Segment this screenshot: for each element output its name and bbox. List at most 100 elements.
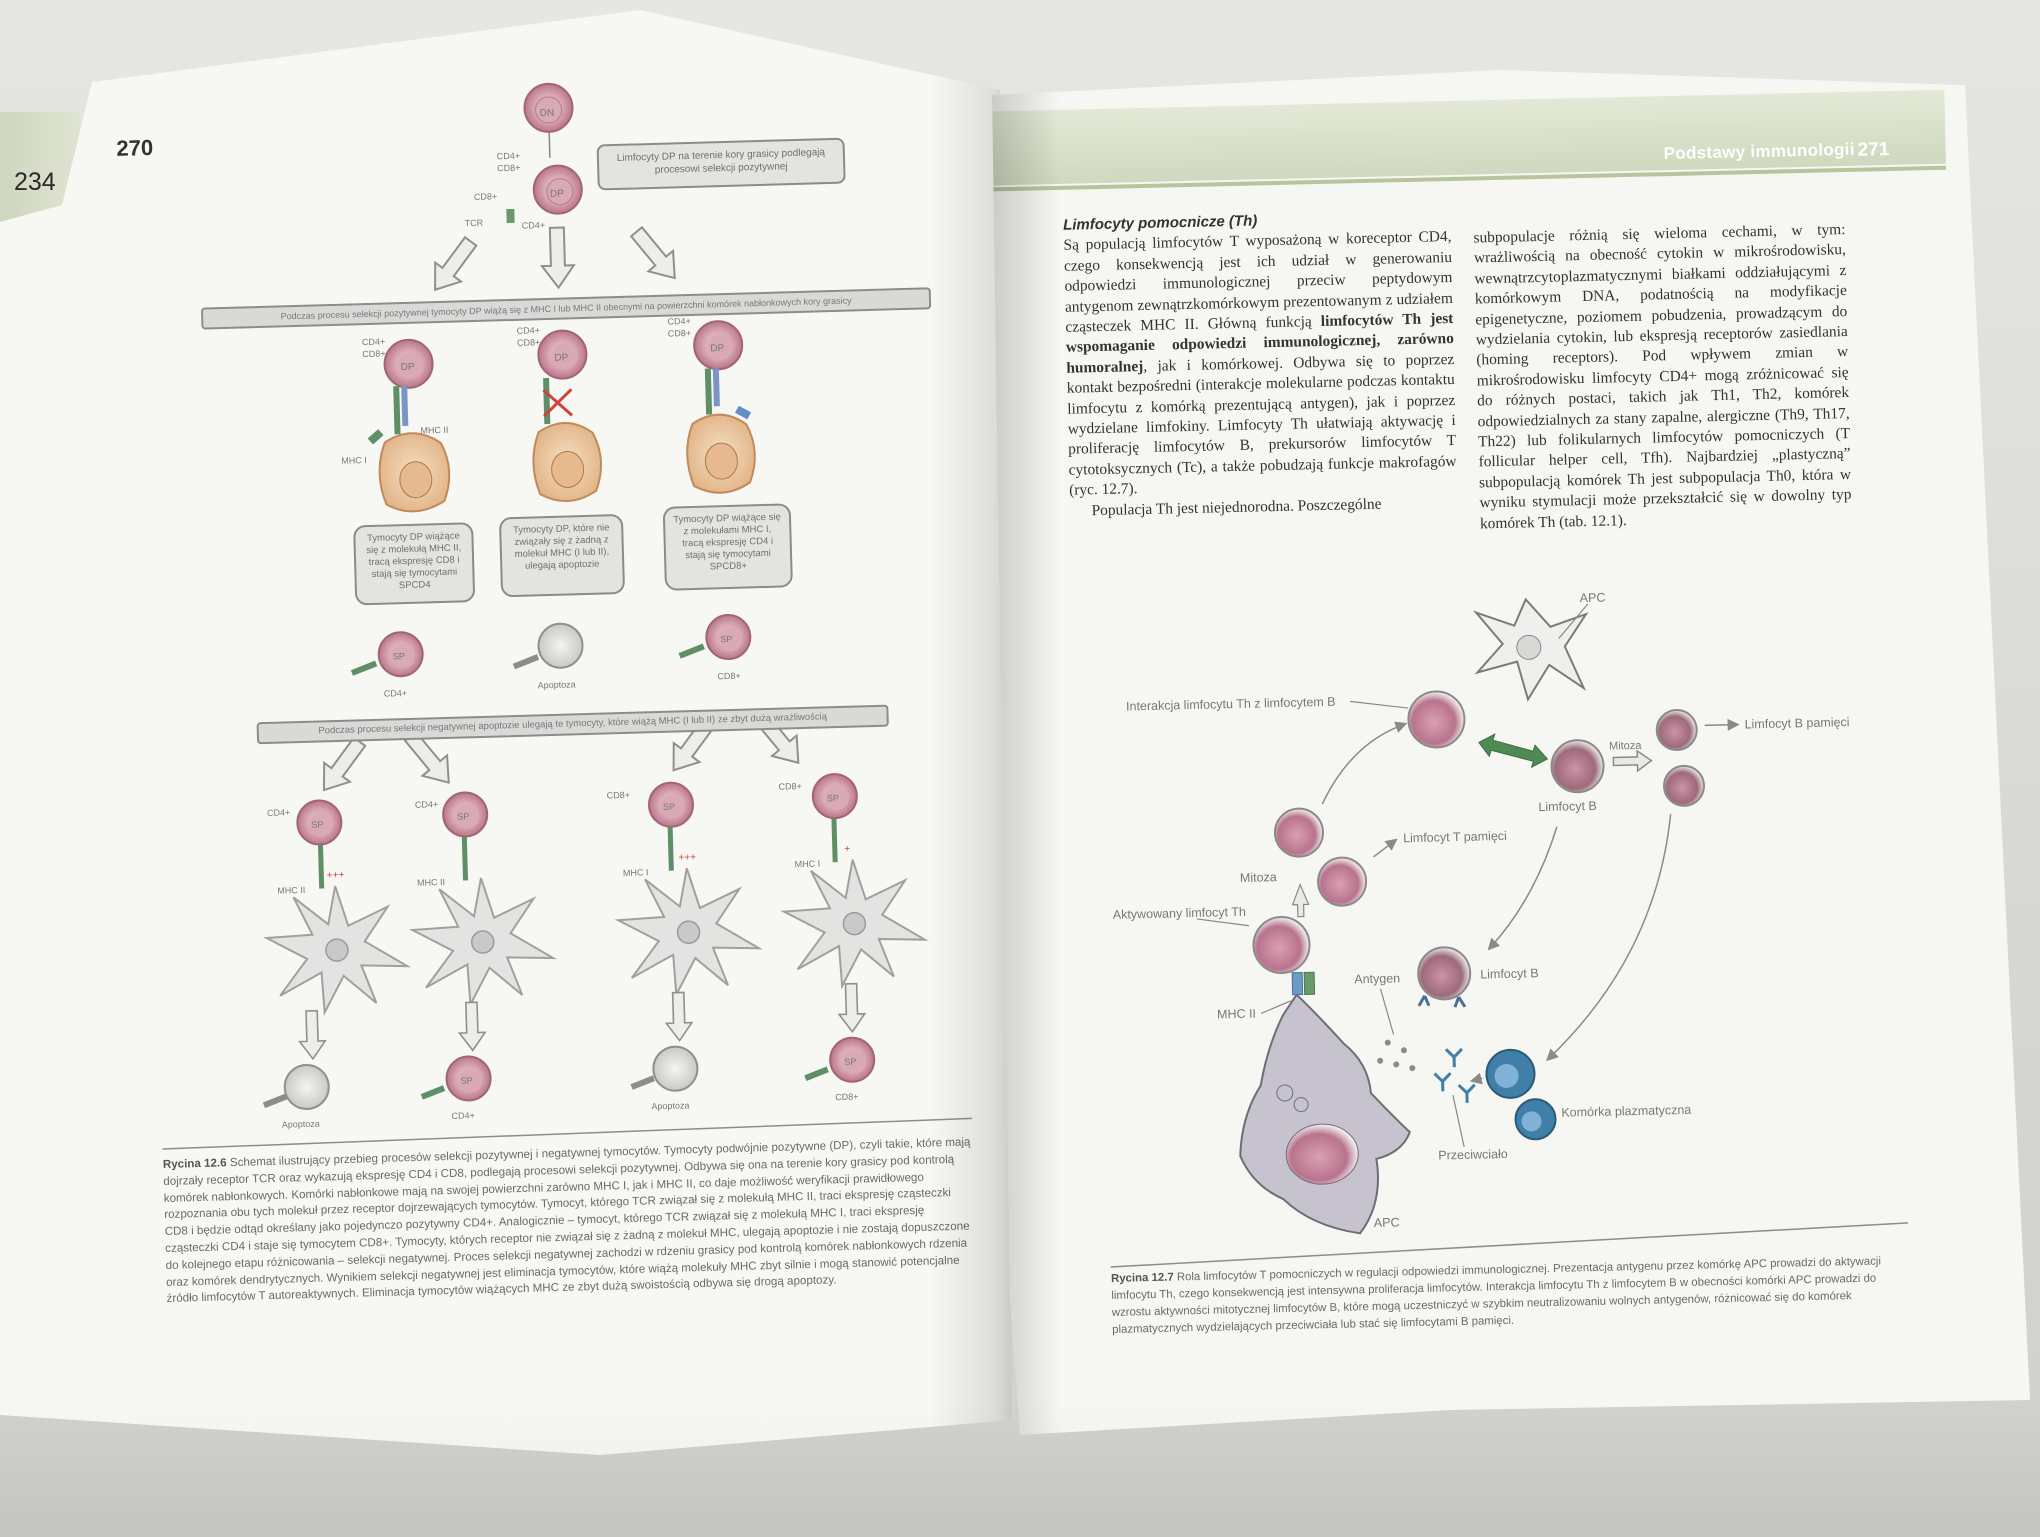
sp-label-n4: SP <box>827 793 839 803</box>
cd4-label-sp: CD4+ <box>384 688 408 699</box>
dn-label: DN <box>539 108 554 119</box>
outcome-box-cd4: Tymocyty DP wiążące się z molekułą MHC I… <box>353 522 476 606</box>
apc-bottom-label: APC <box>1374 1215 1400 1230</box>
sp-label-n1: SP <box>311 819 323 829</box>
aktywowany-label: Aktywowany limfocyt Th <box>1113 905 1246 922</box>
t-cell-mitosis-2 <box>1317 856 1368 907</box>
cd8-label-r2: CD8+ <box>517 337 541 348</box>
apc-bottom-cell <box>1239 993 1411 1235</box>
interakcja-label: Interakcja limfocytu Th z limfocytem B <box>1126 695 1336 714</box>
cd4-label-r2: CD4+ <box>517 325 541 336</box>
mitoza-t-label: Mitoza <box>1240 870 1277 885</box>
mitoza-b-label: Mitoza <box>1609 740 1643 753</box>
figure-12-6-diagram: DN DP CD4+ CD8+ CD8+ TCR CD4+ <box>162 82 972 1150</box>
antigen-particles <box>1377 1039 1416 1072</box>
epithelial-cell-1 <box>367 429 451 513</box>
sp-label-n2: SP <box>457 811 469 821</box>
mhc-ii-label-epi: MHC II <box>420 425 448 436</box>
sp-neg-4 <box>811 773 858 863</box>
cd4-label-r3: CD4+ <box>667 316 691 327</box>
epithelial-cell-3 <box>686 405 756 494</box>
outcome-cd8 <box>804 1036 876 1083</box>
limfocyt-b-pamieci-label: Limfocyt B pamięci <box>1744 715 1849 731</box>
positive-selection-info-box: Limfocyty DP na terenie kory grasicy pod… <box>596 137 846 191</box>
cd4-o2: CD4+ <box>451 1110 475 1121</box>
cd4-label-top: CD4+ <box>497 151 521 162</box>
cd8-label-top2: CD8+ <box>474 191 498 202</box>
mhc-i-label-epi: MHC I <box>341 455 367 466</box>
figure-12-7-caption-text: Rola limfocytów T pomocniczych w regulac… <box>1111 1255 1882 1336</box>
mhc-ii-n1: MHC II <box>277 885 305 896</box>
dp-label-top: DP <box>550 188 565 199</box>
cd8-label-r3: CD8+ <box>668 328 692 339</box>
sp-cd8-result <box>678 614 752 661</box>
dp-cell-1 <box>383 338 434 435</box>
apoptoza-o3: Apoptoza <box>651 1100 689 1111</box>
sp-label-o2: SP <box>460 1075 472 1085</box>
tcr-label: TCR <box>465 218 484 229</box>
previous-page-number: 234 <box>14 168 56 196</box>
outcome-box-apoptosis: Tymocyty DP, które nie związały się z ża… <box>498 513 626 598</box>
sp-neg-3 <box>647 781 694 871</box>
bottom-shadow <box>0 1400 2040 1537</box>
mhc-ii-n2: MHC II <box>417 877 445 888</box>
limfocyt-b-label-2: Limfocyt B <box>1480 966 1539 981</box>
sp-label-n3: SP <box>663 802 675 812</box>
dp-label-2: DP <box>554 352 569 363</box>
cd8-label-sp: CD8+ <box>717 671 741 682</box>
apc-top-label: APC <box>1580 591 1606 606</box>
sp-neg-1 <box>296 799 343 889</box>
outcome-apoptosis-2 <box>630 1045 699 1092</box>
mhc-ii-label-right: MHC II <box>1217 1007 1256 1022</box>
interaction-double-arrow <box>1478 733 1549 769</box>
plus1-n4: + <box>844 844 850 855</box>
epithelial-cell-2 <box>532 388 602 502</box>
dendritic-cell-1 <box>264 883 410 1016</box>
figure-12-7-caption-label: Rycina 12.7 <box>1110 1271 1174 1285</box>
dp-label-3: DP <box>710 343 725 354</box>
cd4-label-top2: CD4+ <box>522 220 546 231</box>
antibodies <box>1433 1047 1476 1103</box>
outcome-apoptosis-1 <box>262 1063 330 1110</box>
cd8-label-top: CD8+ <box>497 163 521 174</box>
left-page-content: 270 <box>116 82 972 1306</box>
outcome-box-cd8: Tymocyty DP wiążące się z molekułami MHC… <box>662 503 793 591</box>
plus3-n3: +++ <box>678 852 696 863</box>
b-memory-cell-1 <box>1655 708 1698 751</box>
mhc-i-n3: MHC I <box>623 867 649 878</box>
b-memory-cell-2 <box>1662 764 1705 807</box>
mhc-i-n4: MHC I <box>795 859 821 870</box>
cd8-label-n4: CD8+ <box>778 781 802 792</box>
apoptoza-o1: Apoptoza <box>282 1119 320 1130</box>
dp-cell-3 <box>693 320 744 415</box>
komorka-plazmatyczna-label: Komórka plazmatyczna <box>1561 1103 1691 1120</box>
apoptoza-label-1: Apoptoza <box>537 679 575 690</box>
b-cell-interaction <box>1550 739 1605 794</box>
left-page: 270 <box>0 10 1012 1455</box>
cd8-label-n3: CD8+ <box>607 790 631 801</box>
cd4-label-n2: CD4+ <box>415 799 439 810</box>
cd8-label-r1: CD8+ <box>362 349 386 360</box>
dp-cell-2 <box>537 329 588 425</box>
sp-label-1: SP <box>393 651 405 661</box>
dendritic-cell-3 <box>615 865 762 998</box>
plus3-n1: +++ <box>327 870 345 881</box>
activated-th-cell <box>1252 916 1311 975</box>
limfocyt-b-label-1: Limfocyt B <box>1538 799 1597 814</box>
dendritic-cell-2 <box>409 875 556 1007</box>
cd4-label-n1: CD4+ <box>267 807 291 818</box>
figure-12-6-caption-text: Schemat ilustrujący przebieg procesów se… <box>163 1135 971 1306</box>
b-cell-2 <box>1417 946 1472 1001</box>
antygen-label: Antygen <box>1354 971 1400 986</box>
cd4-label-r1: CD4+ <box>362 337 386 348</box>
dendritic-cell-4 <box>781 856 928 989</box>
sp-label-o4: SP <box>844 1057 856 1067</box>
outcome-cd4 <box>420 1055 492 1102</box>
dp-label-1: DP <box>401 362 416 373</box>
sp-cd4-result <box>350 631 424 678</box>
sp-label-2: SP <box>720 634 732 644</box>
t-cell-mitosis-1 <box>1273 807 1324 858</box>
